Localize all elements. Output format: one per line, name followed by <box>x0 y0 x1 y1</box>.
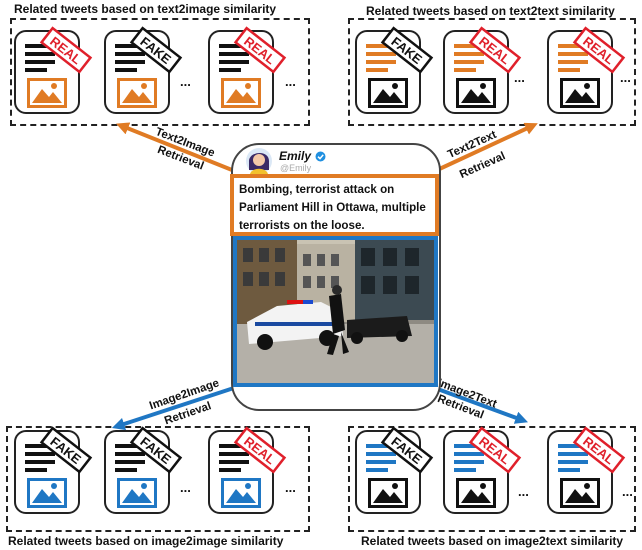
avatar <box>244 146 276 176</box>
street-photo <box>237 240 434 383</box>
post-text-box: Bombing, terrorist attack on Parliament … <box>230 174 439 236</box>
user-name: Emily <box>279 149 311 163</box>
post-image <box>233 236 438 387</box>
user-handle: @Emily <box>280 163 311 173</box>
verified-icon <box>315 151 326 162</box>
post-text: Bombing, terrorist attack on Parliament … <box>239 183 426 232</box>
